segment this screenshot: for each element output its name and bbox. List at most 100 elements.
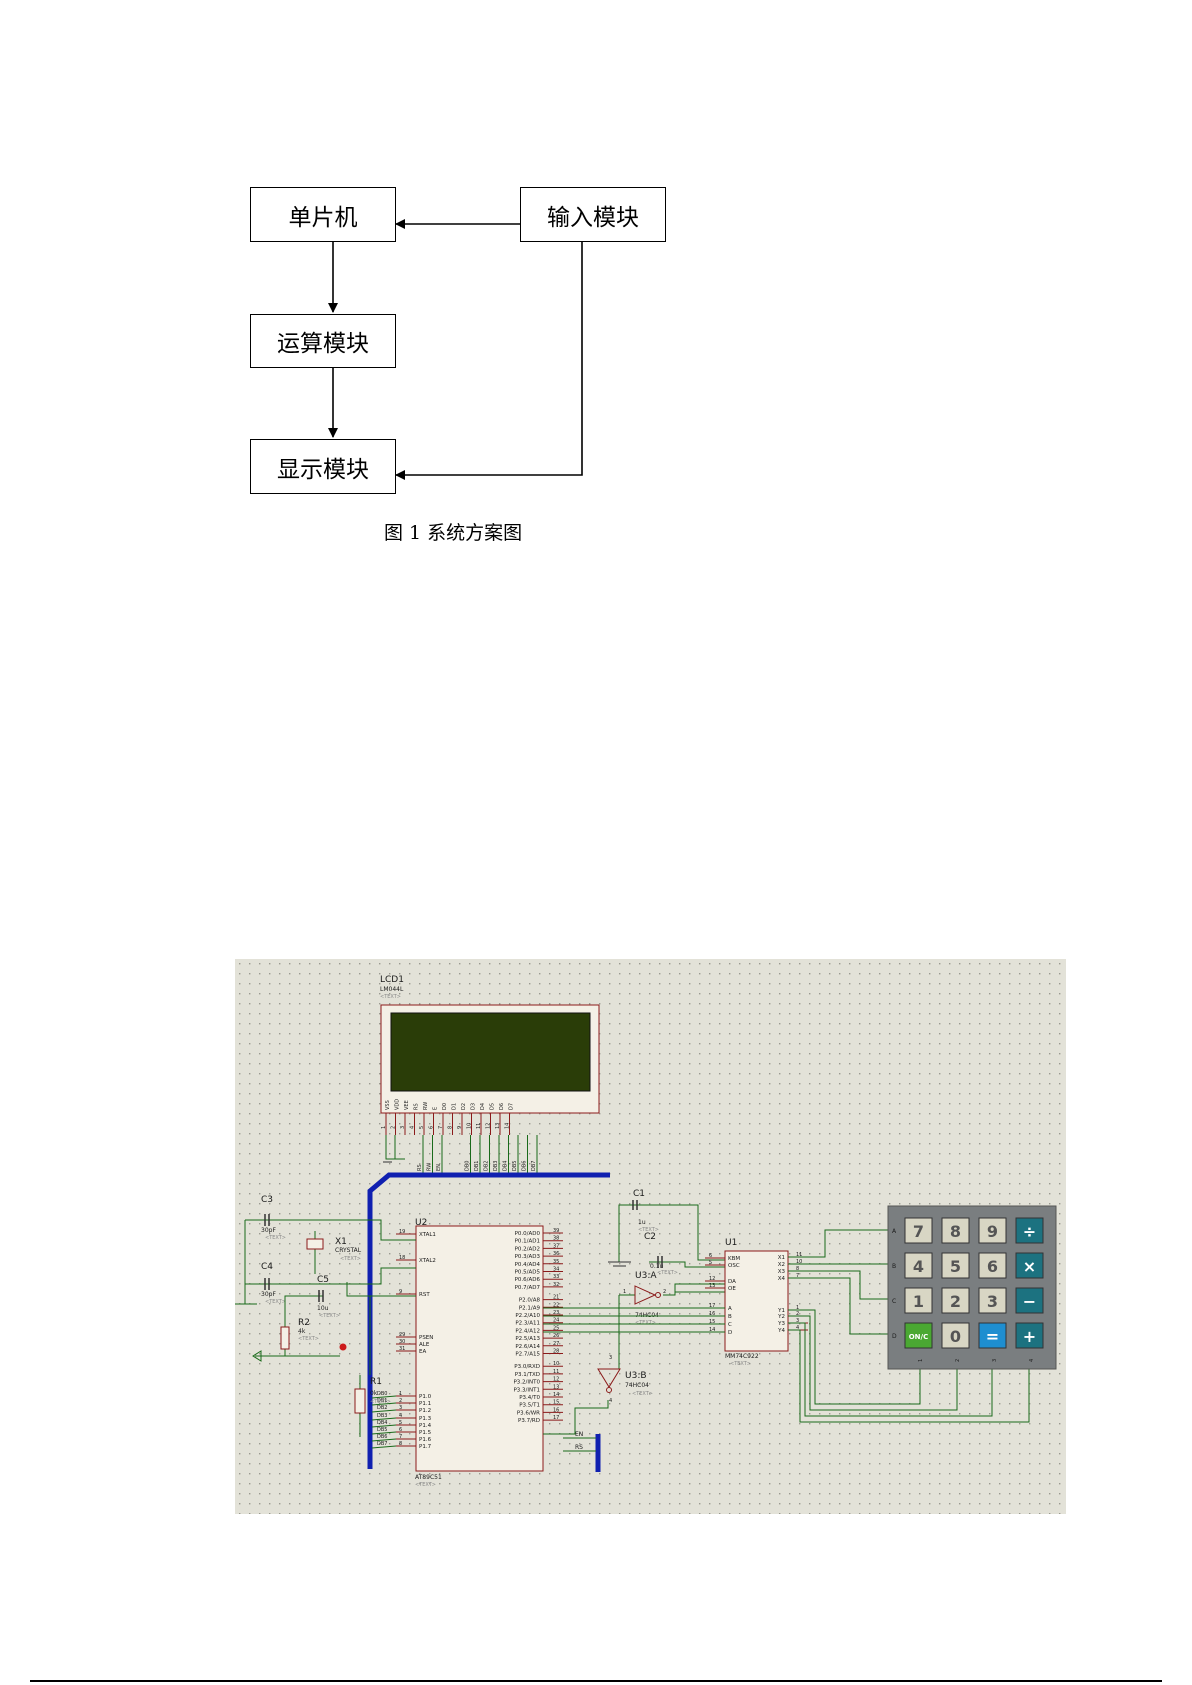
keypad-key-face[interactable] [978,1322,1007,1349]
keypad-key-face[interactable] [941,1217,970,1244]
keypad-key[interactable]: 7 [904,1217,933,1244]
encoder-left-pin-number: 13 [709,1283,715,1289]
mcu-left-pin-number: 5 [399,1420,402,1426]
lcd-pin-label: D7 [509,1103,515,1110]
block-display-label: 显示模块 [277,456,369,483]
keypad-key-face[interactable] [941,1322,970,1349]
keypad-key[interactable]: 2 [941,1287,970,1314]
mcu-left-pin-name: P1.2 [419,1408,431,1414]
lcd-bus-label: DB1 [474,1161,480,1171]
keypad-key[interactable]: ON/C [904,1322,933,1349]
keypad-key[interactable]: 6 [978,1252,1007,1279]
mcu-ref: U2 [415,1218,427,1228]
lcd-bus-label: DB7 [531,1161,537,1171]
keypad-key[interactable]: 8 [941,1217,970,1244]
keypad-key[interactable]: − [1015,1287,1044,1314]
mcu-left-pin-name: P1.5 [419,1430,432,1436]
c5-ref: C5 [317,1275,329,1285]
mcu-right-pin-number: 23 [553,1310,559,1316]
encoder-right-pin-number: 7 [796,1273,799,1279]
keypad-key[interactable]: 4 [904,1252,933,1279]
mcu-right-pin-name: P0.2/AD2 [515,1246,540,1252]
mcu-right-pin-number: 13 [553,1384,559,1390]
keypad-key[interactable]: 1 [904,1287,933,1314]
block-mcu-label: 单片机 [288,204,358,231]
mcu-p1-net-label: DB6 [377,1434,387,1440]
mcu-body [415,1225,544,1472]
keypad-key-face[interactable] [1015,1287,1044,1314]
mcu-left-pin-name: ALE [419,1342,430,1348]
mcu-p1-net-label: DB7 [377,1441,387,1447]
keypad-key-face[interactable] [978,1217,1007,1244]
keypad-key[interactable]: + [1015,1322,1044,1349]
encoder-wiring [543,1229,1030,1423]
mcu-left-pin-number: 18 [399,1255,405,1261]
keypad-col-label: 1 [918,1359,924,1362]
keypad-key[interactable]: = [978,1322,1007,1349]
encoder-left-pin-number: 16 [709,1311,715,1317]
keypad-key-face[interactable] [904,1252,933,1279]
keypad-key-face[interactable] [1015,1252,1044,1279]
mcu-right-pin-name: P0.4/AD4 [515,1262,541,1268]
keypad-key[interactable]: ÷ [1015,1217,1044,1244]
mcu-p1-net-label: DB5 [377,1427,387,1433]
mcu-left-pin-name: XTAL2 [419,1258,436,1264]
encoder-body [724,1250,789,1352]
lcd-pin-label: RW [423,1102,429,1110]
mcu-left-pin-number: 6 [399,1427,402,1433]
lcd-bus-label: DB4 [503,1161,509,1171]
mcu-right-pin-number: 35 [553,1259,559,1265]
u3b-ref: U3:B [625,1371,647,1381]
encoder-left-pin-number: 17 [709,1303,715,1309]
encoder-left-pin-number: 12 [709,1276,715,1282]
c5-text: <TEXT> [319,1313,340,1319]
keypad-key-face[interactable] [978,1252,1007,1279]
keypad-key-face[interactable] [904,1287,933,1314]
encoder-right-pin-name: X4 [778,1276,786,1282]
keypad-key[interactable]: 9 [978,1217,1007,1244]
mcu-right-pin-number: 36 [553,1251,559,1257]
encoder-left-pin-name: DA [728,1279,736,1285]
mcu-right-pin-name: P2.2/A10 [515,1313,540,1319]
c4-ref: C4 [261,1262,273,1272]
lcd-pin-number: 5 [419,1126,425,1129]
c1-text: <TEXT> [638,1227,659,1233]
encoder-right-pin-number: 4 [796,1325,799,1331]
mcu-right-pin-number: 14 [553,1392,559,1398]
keypad-key-face[interactable] [978,1287,1007,1314]
keypad-key[interactable]: × [1015,1252,1044,1279]
keypad-key-face[interactable] [904,1217,933,1244]
keypad-key-face[interactable] [1015,1217,1044,1244]
inverter-and-caps: C1 1u <TEXT> C2 0.1u <TEXT> U3:A 74HC04 … [543,1189,725,1435]
mcu-right-pin-name: P3.7/RD [518,1418,540,1424]
keypad-key-face[interactable] [904,1322,933,1349]
lcd-pin-label: D3 [471,1103,477,1110]
mcu-left-pin-name: P1.4 [419,1423,432,1429]
block-input: 输入模块 [520,187,666,242]
keypad-key-face[interactable] [1015,1322,1044,1349]
lcd-bus-label: DB3 [493,1161,499,1171]
mcu-right-pin-name: P2.5/A13 [515,1336,540,1342]
keypad-key[interactable]: 0 [941,1322,970,1349]
u3b-val: 74HC04 [625,1382,649,1389]
mcu-left-pin-number: 8 [399,1441,402,1447]
keypad-key-label: 5 [950,1257,961,1276]
mcu-right-pin-number: 16 [553,1407,559,1413]
keypad-key-face[interactable] [941,1287,970,1314]
crystal-x1 [306,1238,324,1250]
block-input-label: 输入模块 [547,204,639,231]
x1-text: <TEXT> [340,1256,361,1262]
encoder-right-pin-name: X3 [778,1269,786,1275]
mcu-right-pin-name: P2.6/A14 [515,1344,540,1350]
mcu-left-pin-name: XTAL1 [419,1232,436,1238]
keypad-key[interactable]: 3 [978,1287,1007,1314]
encoder-right-pin-number: 1 [796,1305,799,1311]
keypad-key[interactable]: 5 [941,1252,970,1279]
r1-text: <TEXT> [370,1399,391,1405]
keypad-key-face[interactable] [941,1252,970,1279]
keypad-key-label: 4 [913,1257,924,1276]
inverter-u3b [597,1368,621,1388]
lcd-bus-label: DB6 [522,1161,528,1171]
mcu-right-pin-name: P0.7/AD7 [515,1285,541,1291]
lcd-pin-label: VSS [385,1100,391,1110]
